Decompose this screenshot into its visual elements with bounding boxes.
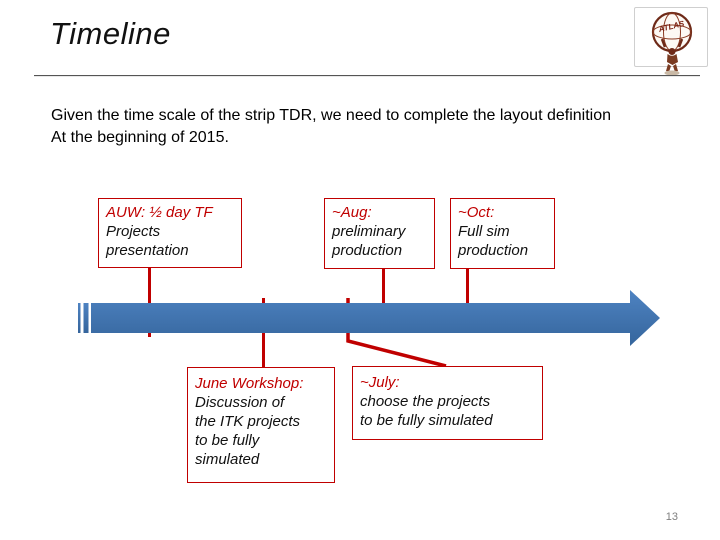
atlas-logo: ATLAS	[634, 7, 708, 76]
callout-june-line: the ITK projects	[195, 413, 301, 430]
atlas-logo-icon: ATLAS	[651, 11, 693, 76]
slide-title: Timeline	[50, 16, 171, 51]
callout-aug-title: ~Aug:	[332, 204, 372, 221]
callout-oct-title: ~Oct:	[458, 204, 495, 221]
callout-aug-line: preliminary	[332, 223, 406, 240]
callout-july-line: choose the projects	[360, 393, 491, 410]
callout-june-line: to be fully	[195, 432, 260, 449]
callout-auw-line: Projects	[106, 223, 161, 240]
callout-auw-title: AUW: ½ day TF	[106, 204, 213, 221]
callout-july-line: to be fully simulated	[360, 412, 493, 429]
connector-aug	[382, 269, 385, 329]
callout-auw-line: presentation	[106, 242, 189, 259]
callout-aug: ~Aug: preliminary production	[324, 198, 435, 269]
callout-oct: ~Oct: Full sim production	[450, 198, 555, 269]
intro-text: Given the time scale of the strip TDR, w…	[51, 105, 701, 149]
timeline-arrow	[78, 290, 660, 346]
callout-oct-line: production	[458, 242, 529, 259]
title-divider	[34, 75, 700, 77]
callout-june: June Workshop: Discussion of the ITK pro…	[187, 367, 335, 483]
callout-auw: AUW: ½ day TF Projects presentation	[98, 198, 242, 268]
callout-july: ~July: choose the projects to be fully s…	[352, 366, 543, 440]
callout-aug-line: production	[332, 242, 403, 259]
callout-june-line: Discussion of	[195, 394, 285, 411]
intro-line-1: Given the time scale of the strip TDR, w…	[51, 107, 611, 124]
connector-oct	[466, 269, 469, 329]
callout-june-title: June Workshop:	[195, 375, 304, 392]
page-number: 13	[665, 511, 678, 523]
connector-auw	[148, 268, 151, 337]
intro-line-2: At the beginning of 2015.	[51, 129, 229, 146]
callout-july-title: ~July:	[360, 374, 400, 391]
callout-oct-line: Full sim	[458, 223, 510, 240]
callout-june-line: simulated	[195, 451, 260, 468]
